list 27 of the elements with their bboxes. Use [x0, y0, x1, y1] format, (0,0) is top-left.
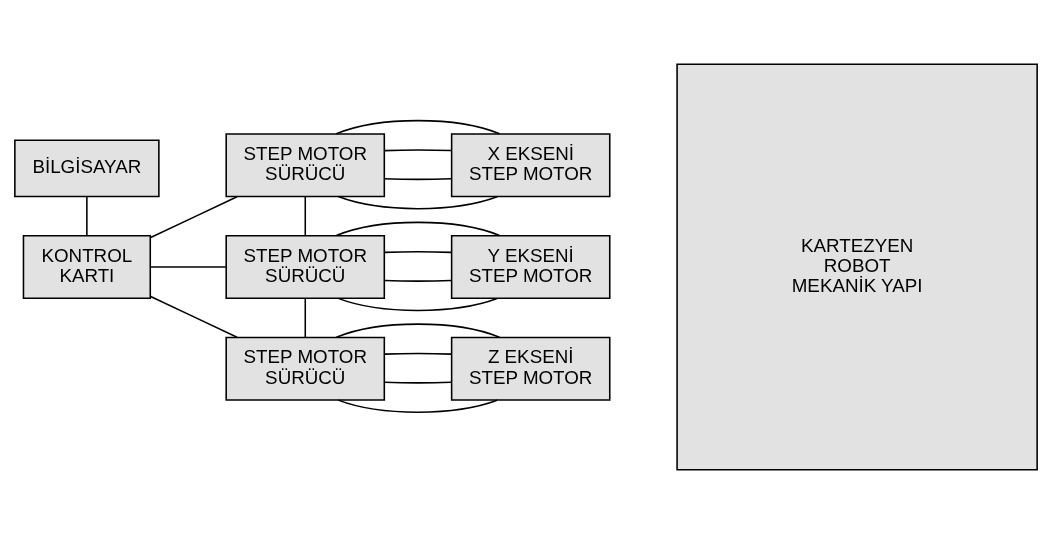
connector — [304, 297, 307, 338]
connector — [383, 149, 452, 152]
connector — [383, 352, 452, 355]
connector — [149, 295, 238, 339]
connector — [304, 196, 307, 237]
connector — [383, 279, 452, 282]
node-box: Z EKSENİ STEP MOTOR — [450, 336, 611, 401]
connector — [337, 297, 498, 312]
node-box: STEP MOTOR SÜRÜCÜ — [225, 133, 386, 198]
connector — [383, 177, 452, 181]
connector — [149, 266, 227, 268]
connector — [335, 221, 501, 237]
connector — [335, 119, 501, 135]
node-box: STEP MOTOR SÜRÜCÜ — [225, 336, 386, 401]
connector — [337, 399, 498, 413]
node-box: X EKSENİ STEP MOTOR — [450, 133, 611, 198]
connector — [383, 381, 452, 384]
node-box: BİLGİSAYAR — [14, 139, 160, 198]
connector — [86, 195, 88, 237]
connector — [383, 250, 452, 254]
node-box: Y EKSENİ STEP MOTOR — [450, 234, 611, 300]
node-box: KARTEZYEN ROBOT MEKANİK YAPI — [676, 63, 1038, 471]
connector — [335, 323, 501, 339]
node-box: STEP MOTOR SÜRÜCÜ — [225, 234, 386, 300]
connector — [337, 195, 498, 210]
node-box: KONTROL KARTI — [22, 234, 152, 300]
connector — [149, 195, 238, 239]
